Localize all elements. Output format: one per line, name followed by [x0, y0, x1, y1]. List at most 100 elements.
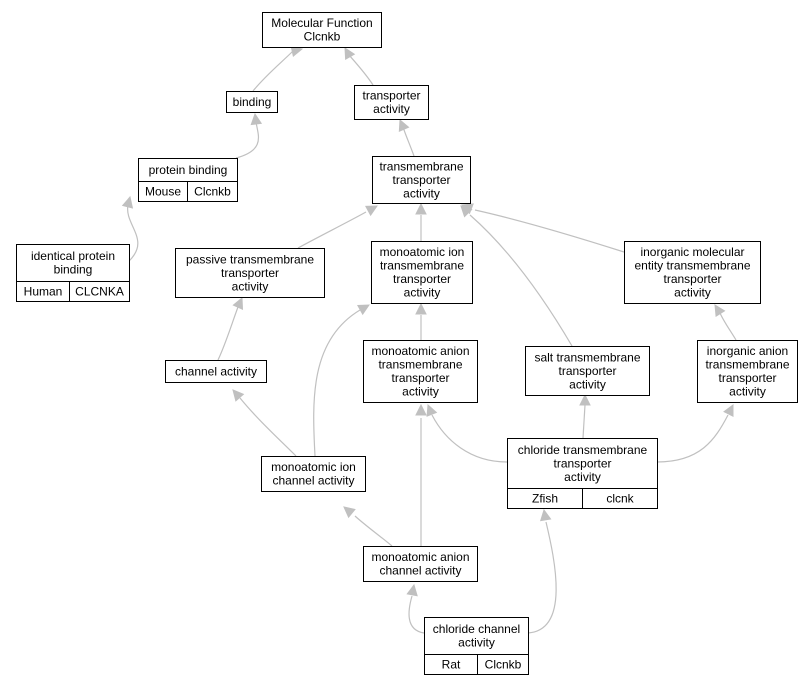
- go-term-chloride-tm[interactable]: chloride transmembranetransporteractivit…: [507, 438, 658, 509]
- arrowhead-icon: [365, 205, 378, 217]
- gene-cell: [69, 281, 130, 302]
- node-label-line: entity transmembrane: [634, 259, 750, 273]
- annotation-row: Zfish clcnk: [507, 488, 658, 509]
- species-label: Rat: [442, 658, 461, 672]
- edge-line: [719, 312, 737, 341]
- edge-line: [402, 126, 415, 157]
- edge-mono-anion-channel-to-mono-anion-tm: [415, 403, 427, 546]
- species-label: Human: [24, 285, 63, 299]
- gene-label: CLCNKA: [75, 285, 124, 299]
- node-box: [175, 248, 325, 298]
- node-label-line: binding: [54, 263, 93, 277]
- node-box: [165, 360, 267, 383]
- node-label-line: binding: [233, 95, 272, 109]
- arrowhead-icon: [415, 202, 427, 215]
- arrowhead-icon: [579, 393, 591, 406]
- node-label-line: transporter: [663, 272, 721, 286]
- node-label-line: transporter: [393, 272, 451, 286]
- go-term-channel[interactable]: channel activity: [165, 360, 267, 383]
- edge-line: [656, 414, 729, 463]
- node-label-line: transmembrane: [378, 358, 462, 372]
- edge-mono-ion-channel-to-mono-ion-tm: [313, 304, 370, 457]
- edge-mono-anion-channel-to-mono-ion-channel: [343, 506, 393, 547]
- node-label-line: transporter: [718, 371, 776, 385]
- arrowhead-icon: [232, 296, 244, 310]
- node-label-line: Molecular Function: [271, 16, 372, 30]
- node-box: [262, 12, 382, 48]
- arrowhead-icon: [539, 508, 552, 522]
- arrowhead-icon: [406, 583, 418, 597]
- node-label-line: activity: [232, 279, 269, 293]
- go-term-inorganic-anion[interactable]: inorganic aniontransmembranetransportera…: [697, 340, 798, 403]
- arrowhead-icon: [232, 389, 245, 402]
- species-label: Zfish: [532, 492, 558, 506]
- go-term-mono-anion-tm[interactable]: monoatomic aniontransmembranetransporter…: [363, 340, 478, 403]
- arrowhead-icon: [460, 205, 473, 218]
- edge-chloride-channel-to-mono-anion-channel: [406, 583, 425, 634]
- node-label-line: transporter: [553, 456, 611, 470]
- node-label-line: activity: [674, 286, 711, 300]
- node-label-line: transmembrane: [705, 358, 789, 372]
- node-label-line: identical protein: [31, 249, 115, 263]
- node-label-line: transmembrane: [380, 259, 464, 273]
- edge-chloride-channel-to-chloride-tm: [527, 508, 557, 634]
- node-label-line: transporter: [558, 364, 616, 378]
- node-box: [371, 241, 473, 304]
- edge-line: [408, 595, 425, 634]
- edge-mono-ion-channel-to-channel: [232, 389, 297, 457]
- edge-chloride-tm-to-salt: [579, 393, 591, 439]
- edge-line: [235, 121, 260, 159]
- node-label-line: transporter: [221, 266, 279, 280]
- node-label-line: protein binding: [149, 163, 228, 177]
- arrowhead-icon: [357, 304, 370, 316]
- edge-line: [474, 209, 625, 253]
- edge-channel-to-passive: [217, 296, 244, 361]
- go-term-mono-ion-tm[interactable]: monoatomic iontransmembranetransporterac…: [371, 241, 473, 304]
- go-term-binding[interactable]: binding: [226, 91, 278, 113]
- node-box: [697, 340, 798, 403]
- species-label: Mouse: [145, 185, 181, 199]
- arrowhead-icon: [343, 506, 356, 519]
- node-label-line: activity: [564, 470, 601, 484]
- edge-identical-to-protein-binding: [121, 195, 139, 263]
- annotation-row: Human CLCNKA: [16, 281, 130, 302]
- edge-inorganic-mol-to-tm-transporter: [460, 203, 625, 253]
- node-label-line: channel activity: [272, 474, 354, 488]
- arrowhead-icon: [250, 112, 263, 126]
- gene-label: clcnk: [606, 492, 634, 506]
- gene-cell: [582, 488, 658, 509]
- arrowhead-icon: [398, 118, 410, 132]
- edge-chloride-tm-to-inorganic-anion: [656, 404, 734, 463]
- arrowhead-icon: [121, 195, 134, 209]
- edge-chloride-tm-to-mono-anion-tm: [426, 403, 508, 463]
- edge-binding-to-root: [252, 45, 304, 92]
- node-label-line: chloride transmembrane: [518, 443, 648, 457]
- node-label-line: monoatomic anion: [371, 550, 469, 564]
- edge-tm-transporter-to-transporter: [398, 118, 415, 157]
- node-label-line: activity: [402, 385, 439, 399]
- edge-passive-to-tm-transporter: [297, 205, 378, 249]
- edge-protein-binding-to-binding: [235, 112, 263, 159]
- edge-line: [127, 204, 139, 263]
- node-box: [363, 546, 478, 582]
- edge-transporter-to-root: [344, 47, 374, 86]
- node-label-line: monoatomic ion: [271, 460, 356, 474]
- node-label-line: inorganic molecular: [640, 245, 744, 259]
- node-label-line: inorganic anion: [707, 344, 788, 358]
- edge-salt-to-tm-transporter: [460, 205, 573, 347]
- arrowhead-icon: [426, 403, 438, 417]
